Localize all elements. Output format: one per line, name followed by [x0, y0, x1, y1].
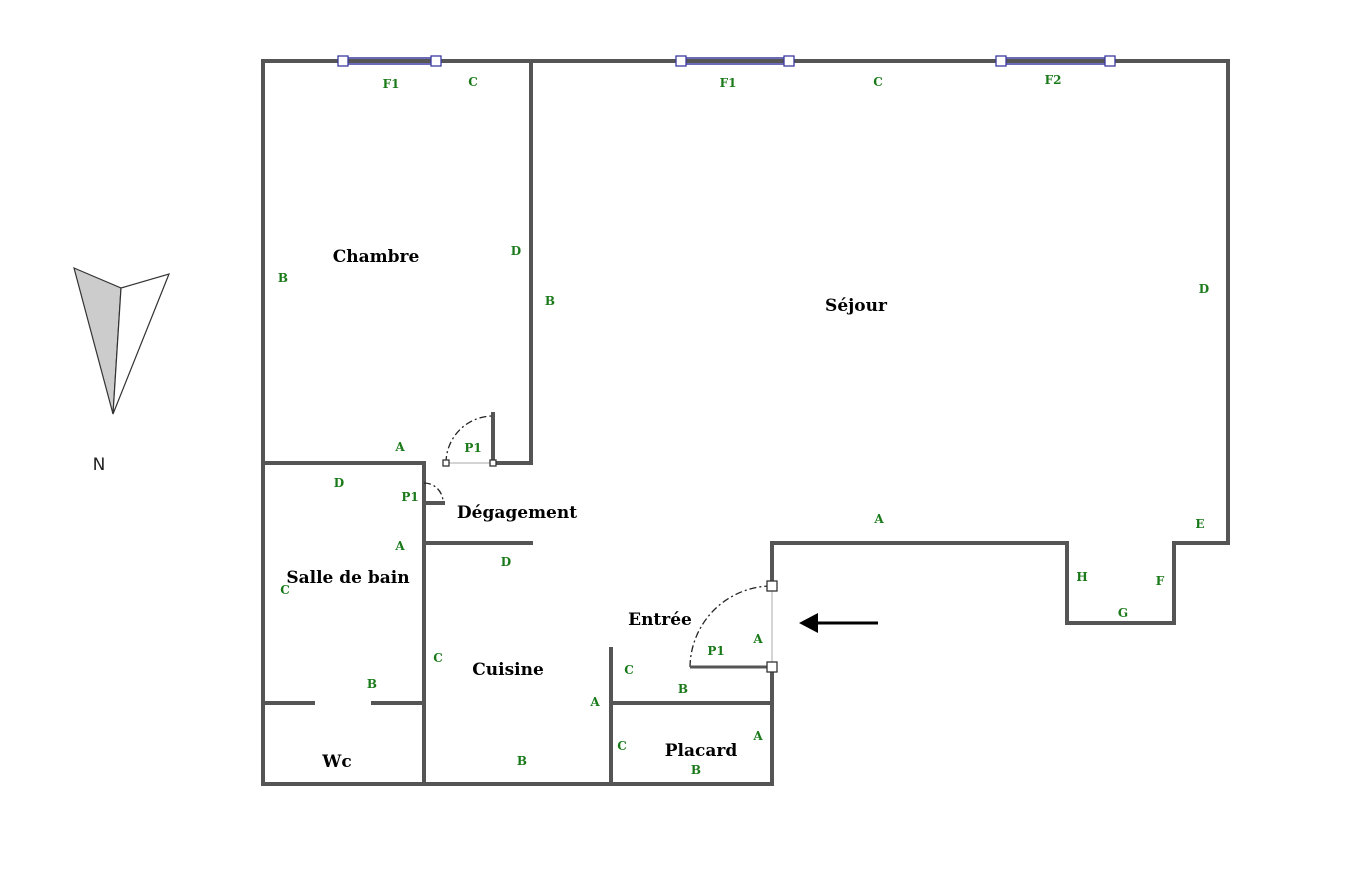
- wall-label: H: [1076, 570, 1087, 584]
- wall-label: A: [752, 632, 763, 646]
- wall-label: F1: [383, 77, 400, 91]
- wall-label: B: [278, 271, 288, 285]
- wall-label: P1: [401, 490, 418, 504]
- windows: [337, 55, 1116, 67]
- doors: [423, 415, 778, 673]
- wall-label: B: [545, 294, 555, 308]
- room-label-entree: Entrée: [628, 610, 692, 630]
- room-label-placard: Placard: [665, 741, 738, 761]
- wall-label: A: [589, 695, 600, 709]
- walls: [261, 59, 1230, 786]
- door-salle-de-bain: [423, 482, 444, 505]
- compass-light-half: [112, 273, 171, 415]
- wall-label: C: [433, 651, 443, 665]
- wall-labels: F1 C D B A F1 C F2 B D A E H F G P1 A D …: [278, 73, 1209, 777]
- room-label-degagement: Dégagement: [457, 503, 577, 523]
- wall-label: P1: [464, 441, 481, 455]
- wall-label: D: [1199, 282, 1209, 296]
- wall-label: C: [468, 75, 478, 89]
- wall-label: A: [873, 512, 884, 526]
- wall-label: P1: [707, 644, 724, 658]
- wall-label: A: [752, 729, 763, 743]
- door-chambre: [442, 415, 497, 467]
- compass-north-label: N: [93, 455, 106, 475]
- room-label-sejour: Séjour: [825, 296, 888, 316]
- wall-label: D: [334, 476, 344, 490]
- wall-label: C: [624, 663, 634, 677]
- wall-label: F: [1156, 574, 1165, 588]
- window-sejour-f2: [995, 55, 1116, 67]
- wall-label: B: [367, 677, 377, 691]
- wall-label: B: [691, 763, 701, 777]
- window-chambre-f1: [337, 55, 442, 67]
- room-label-cuisine: Cuisine: [472, 660, 544, 680]
- wall-label: F1: [720, 76, 737, 90]
- room-labels: Chambre Séjour Dégagement Salle de bain …: [286, 247, 888, 772]
- entry-arrow-icon: [799, 613, 878, 633]
- wall-label: A: [394, 539, 405, 553]
- wall-label: D: [511, 244, 521, 258]
- window-sejour-f1: [675, 55, 795, 67]
- room-label-chambre: Chambre: [333, 247, 420, 267]
- wall-label: B: [678, 682, 688, 696]
- wall-label: A: [394, 440, 405, 454]
- wall-label: E: [1195, 517, 1204, 531]
- door-entree: [689, 580, 778, 673]
- room-label-wc: Wc: [321, 752, 351, 772]
- wall-label: C: [873, 75, 883, 89]
- wall-label: C: [280, 583, 290, 597]
- wall-label: B: [517, 754, 527, 768]
- wall-label: D: [501, 555, 511, 569]
- wall-label: F2: [1045, 73, 1062, 87]
- compass: N: [73, 266, 171, 475]
- wall-label: C: [617, 739, 627, 753]
- wall-label: G: [1118, 606, 1128, 620]
- room-label-salle-de-bain: Salle de bain: [286, 568, 409, 588]
